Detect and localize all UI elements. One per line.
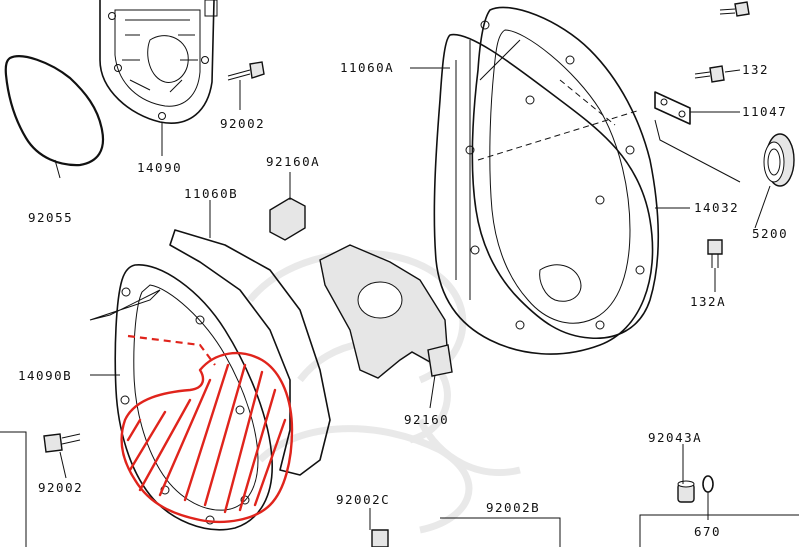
part-5200-seal	[763, 133, 795, 187]
part-92002C-bolt	[371, 529, 389, 547]
part-bolt-top-edge	[719, 1, 750, 17]
watermark-logo	[247, 249, 521, 534]
leader-lines	[54, 67, 771, 530]
part-11060B-gasket	[169, 229, 331, 476]
part-labels: 92055 14090 92002 11060A 132 11047 92160…	[18, 60, 788, 539]
part-14090-cover	[99, 0, 218, 124]
part-92055-gasket	[4, 55, 105, 167]
label-92002-left: 92002	[38, 480, 83, 495]
part-11047-bracket	[654, 91, 691, 125]
label-5200: 5200	[752, 226, 788, 241]
label-92002-top: 92002	[220, 116, 265, 131]
frame-box-left	[0, 431, 27, 547]
part-92043A-pin	[677, 480, 695, 503]
label-132A: 132A	[690, 294, 726, 309]
part-132A-bolt	[707, 239, 723, 268]
part-14032-cover	[455, 6, 660, 340]
part-132-bolt-top	[694, 65, 725, 83]
label-14090B: 14090B	[18, 368, 72, 383]
label-92160: 92160	[404, 412, 449, 427]
label-132-top: 132	[742, 62, 769, 77]
frame-box-right	[639, 514, 799, 547]
label-11047: 11047	[742, 104, 787, 119]
label-14032: 14032	[694, 200, 739, 215]
part-11060A-gasket	[433, 33, 654, 355]
part-92160A-damper	[269, 197, 306, 241]
frame-box-center	[440, 517, 561, 547]
part-670-oring	[702, 475, 714, 493]
label-92043A: 92043A	[648, 430, 702, 445]
part-92160-damper	[319, 244, 453, 379]
part-92002-bolt-top	[227, 61, 265, 81]
label-92002C: 92002C	[336, 492, 390, 507]
label-670: 670	[694, 524, 721, 539]
red-markup	[120, 334, 294, 524]
label-92160A: 92160A	[266, 154, 320, 169]
label-11060A: 11060A	[340, 60, 394, 75]
label-92055: 92055	[28, 210, 73, 225]
label-92002B: 92002B	[486, 500, 540, 515]
label-14090: 14090	[137, 160, 182, 175]
label-11060B: 11060B	[184, 186, 238, 201]
part-92002-bolt-left	[43, 433, 81, 453]
